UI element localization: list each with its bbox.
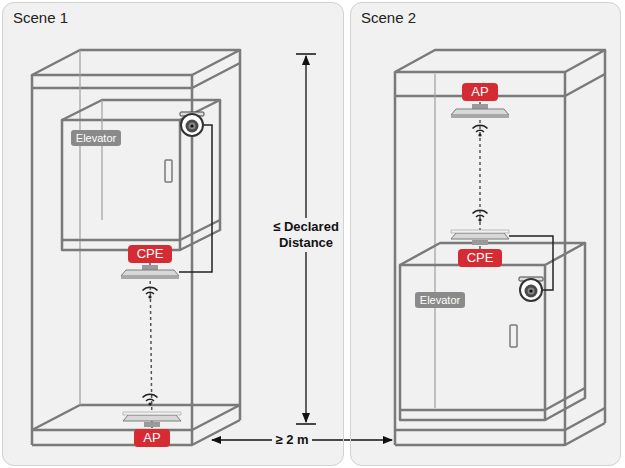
ap-device	[451, 104, 509, 118]
wifi-symbol	[473, 125, 488, 136]
cpe-device	[451, 230, 509, 245]
camera-cable	[179, 125, 212, 272]
scene-heading: Scene 2	[361, 9, 416, 26]
scene-panel	[2, 2, 344, 466]
wifi-symbol	[143, 287, 158, 298]
elevator-cab	[400, 243, 585, 420]
tag-text: CPE	[137, 246, 164, 262]
tag-text: AP	[471, 84, 488, 100]
wifi-symbol	[143, 394, 158, 405]
scene-panel	[350, 2, 621, 466]
tag-text: Elevator	[420, 293, 460, 307]
ap-tag: AP	[462, 83, 497, 101]
cpe-tag: CPE	[458, 249, 503, 267]
spacing-label: ≥ 2 m	[272, 431, 311, 449]
cpe-device	[121, 265, 179, 279]
dome-camera	[180, 112, 204, 136]
tag-text: AP	[143, 430, 160, 446]
tag-text: CPE	[467, 250, 494, 266]
wireless-link	[479, 101, 481, 249]
ap-tag: AP	[134, 429, 169, 447]
elevator-tag: Elevator	[415, 292, 465, 308]
elevator-shaft	[32, 50, 240, 445]
tag-text: Elevator	[76, 131, 116, 145]
scene-heading: Scene 1	[13, 9, 68, 26]
elevator-cab	[62, 100, 220, 250]
scene-panel: Scene 2 AP CPE Elevator	[350, 2, 621, 466]
cpe-tag: CPE	[128, 245, 173, 263]
wifi-symbol	[473, 210, 488, 221]
elevator-tag: Elevator	[71, 130, 121, 146]
dome-camera	[519, 277, 543, 301]
ap-device	[123, 412, 181, 427]
distance-label: ≤ Declared Distance	[270, 218, 342, 252]
elevator-shaft	[395, 50, 605, 445]
dimension-line	[212, 54, 392, 440]
